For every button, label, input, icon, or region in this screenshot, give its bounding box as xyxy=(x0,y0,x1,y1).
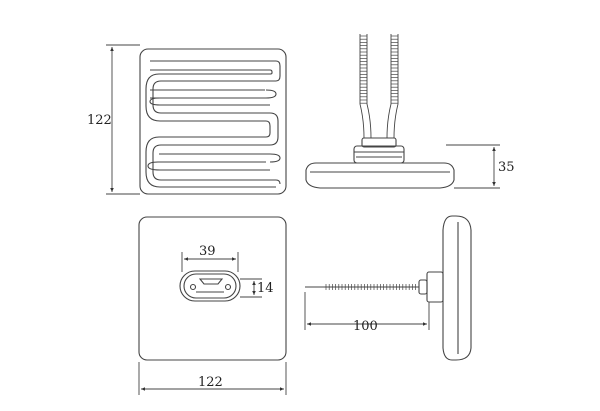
rear-plate-outline xyxy=(138,216,287,361)
side-view xyxy=(305,137,455,189)
rear-width-label: 122 xyxy=(198,375,223,390)
rear-slot-width-label: 39 xyxy=(199,244,216,259)
lead-right-b xyxy=(393,34,399,139)
terminal-screw-left xyxy=(189,283,197,291)
front-height-label: 122 xyxy=(87,113,112,128)
side-neck xyxy=(353,145,405,164)
lead-beads xyxy=(360,35,398,104)
lead-left-a xyxy=(359,34,365,139)
heating-coil-tail xyxy=(150,89,270,171)
rear-width-dimension xyxy=(138,362,287,395)
rear-view xyxy=(138,216,287,361)
coil-bend-right xyxy=(265,89,281,163)
heating-coil-outer xyxy=(150,60,281,185)
rotated-neck xyxy=(426,271,444,303)
side-view-rotated xyxy=(324,215,472,361)
side-leads xyxy=(359,34,399,139)
rear-slot-width-dimension xyxy=(181,252,239,272)
side-height-dimension xyxy=(446,144,500,189)
front-view xyxy=(139,48,287,195)
rear-slot-height-label: 14 xyxy=(257,281,274,296)
side-height-label: 35 xyxy=(498,160,515,175)
terminal-screw-right xyxy=(224,283,232,291)
rotated-lead-beads xyxy=(325,284,416,290)
front-plate-outline xyxy=(139,48,287,195)
rear-terminal-inner xyxy=(183,273,237,299)
lead-length-label: 100 xyxy=(353,319,378,334)
coil-bend-left xyxy=(147,97,161,171)
lead-left-b xyxy=(366,34,372,139)
lead-length-dimension xyxy=(304,292,430,330)
terminal-block xyxy=(361,137,397,148)
rear-terminal-housing xyxy=(179,270,241,302)
lead-right-a xyxy=(386,34,392,139)
side-base xyxy=(305,162,455,189)
rear-slot-height-dimension xyxy=(240,278,262,298)
rotated-terminal xyxy=(418,279,428,295)
heating-coil-inner xyxy=(145,69,276,188)
terminal-clip xyxy=(198,278,224,285)
front-height-dimension xyxy=(106,44,140,195)
rotated-body xyxy=(442,215,472,361)
